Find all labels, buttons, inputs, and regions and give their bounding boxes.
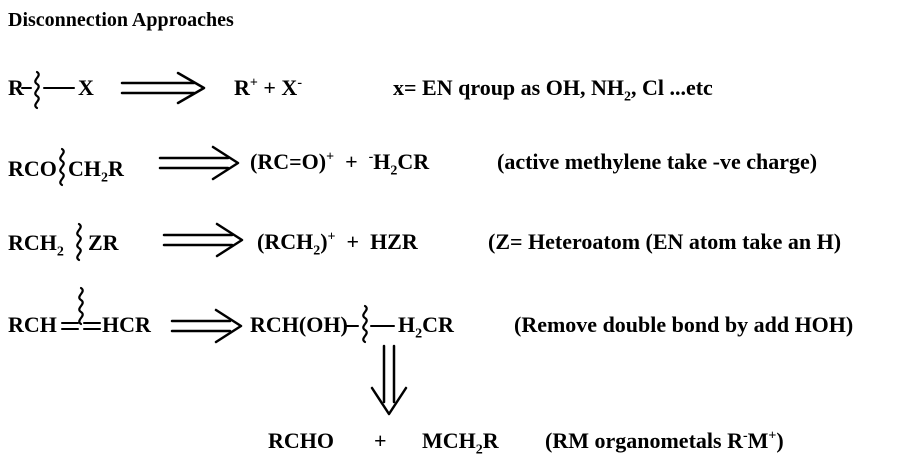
bottom-rcho: RCHO xyxy=(268,428,334,453)
row2-products-seg-4: H xyxy=(373,149,391,174)
row3-reactant-left: RCH2 xyxy=(8,230,64,259)
page-title: Disconnection Approaches xyxy=(8,9,234,31)
row1-note-seg-0: x= EN qroup as OH, NH xyxy=(393,75,624,100)
row2-reactant-right-seg-2: R xyxy=(108,156,124,181)
row4-note-seg-0: (Remove double bond by add HOH) xyxy=(514,312,854,337)
row2-products-seg-3: - xyxy=(368,149,374,165)
row2-squiggle-icon xyxy=(59,147,65,187)
row1-products: R+ + X- xyxy=(234,75,302,100)
row3-products-seg-4: + HZR xyxy=(335,229,418,254)
row3-reactant-right-seg-0: ZR xyxy=(88,230,119,255)
row2-products-seg-5: 2 xyxy=(390,163,398,179)
row2-reactant-left: RCO xyxy=(8,158,57,180)
bottom-mch2r-seg-1: 2 xyxy=(475,442,483,458)
row1-note: x= EN qroup as OH, NH2, Cl ...etc xyxy=(393,75,713,104)
row3-products-seg-2: ) xyxy=(320,229,328,254)
row2-products-seg-1: + xyxy=(326,149,335,165)
row1-squiggle-icon xyxy=(34,70,40,110)
row2-reactant-left-seg-0: RCO xyxy=(8,156,57,181)
row1-reactant-r: R xyxy=(8,75,24,100)
row3-products-seg-3: + xyxy=(327,229,336,245)
row4-reactant-left: RCH xyxy=(8,312,57,337)
row1-note-seg-1: 2 xyxy=(623,89,631,105)
row1-products-seg-1: + xyxy=(249,75,258,91)
row2-note: (active methylene take -ve charge) xyxy=(497,151,817,173)
row4-product-right-seg-2: CR xyxy=(422,312,454,337)
row3-products-seg-0: (RCH xyxy=(257,229,314,254)
row3-note-seg-0: (Z= Heteroatom (EN atom take an H) xyxy=(488,229,842,254)
bottom-mch2r: MCH2R xyxy=(422,428,499,457)
bottom-plus: + xyxy=(374,428,387,453)
row3-products-seg-1: 2 xyxy=(313,243,321,259)
row1-reactant-x: X xyxy=(78,75,94,100)
row3-reactant-left-seg-0: RCH xyxy=(8,230,57,255)
bottom-note-seg-3: + xyxy=(768,428,777,444)
row2-reactant-right-seg-0: CH xyxy=(68,156,101,181)
bottom-note-seg-4: ) xyxy=(776,428,784,453)
row3-retrosynthesis-arrow-icon xyxy=(162,222,244,258)
bottom-note-seg-1: - xyxy=(742,428,748,444)
row4-product-right-seg-1: 2 xyxy=(415,326,423,342)
row3-reactant-left-seg-1: 2 xyxy=(56,244,64,260)
row4-note: (Remove double bond by add HOH) xyxy=(514,314,853,336)
row4-double-bond-lines xyxy=(61,322,101,330)
row1-note-seg-2: , Cl ...etc xyxy=(630,75,713,100)
row1-products-seg-2: + X xyxy=(257,75,298,100)
row2-products: (RC=O)+ + -H2CR xyxy=(250,149,430,178)
row3-note: (Z= Heteroatom (EN atom take an H) xyxy=(488,231,841,253)
row2-products-seg-2: + xyxy=(334,149,369,174)
row3-reactant-right: ZR xyxy=(88,232,119,254)
row4-retrosynthesis-arrow-icon xyxy=(170,308,243,344)
bottom-note-seg-2: M xyxy=(747,428,769,453)
bottom-mch2r-seg-0: MCH xyxy=(422,428,476,453)
row4-product-left-seg-0: RCH(OH) xyxy=(250,312,348,337)
row2-reactant-right: CH2R xyxy=(68,156,124,185)
bottom-note-seg-0: (RM organometals R xyxy=(545,428,743,453)
row1-products-seg-0: R xyxy=(234,75,250,100)
row4-product-left: RCH(OH) xyxy=(250,314,348,336)
row3-products: (RCH2)+ + HZR xyxy=(257,229,418,258)
row2-products-seg-6: CR xyxy=(397,149,430,174)
row4-reactant-right: HCR xyxy=(102,312,151,337)
bottom-note: (RM organometals R-M+) xyxy=(545,428,784,453)
row2-products-seg-0: (RC=O) xyxy=(250,149,327,174)
row1-products-seg-3: - xyxy=(297,75,302,91)
row4-product-right-seg-0: H xyxy=(398,312,416,337)
row4-product-right: H2CR xyxy=(398,312,454,341)
row3-squiggle-icon xyxy=(76,222,82,262)
bottom-mch2r-seg-2: R xyxy=(482,428,499,453)
row2-reactant-right-seg-1: 2 xyxy=(101,170,108,186)
row2-note-seg-0: (active methylene take -ve charge) xyxy=(497,149,818,174)
row1-retrosynthesis-arrow-icon xyxy=(120,71,206,105)
down-retrosynthesis-arrow-icon xyxy=(370,344,408,416)
row4-product-squiggle-icon xyxy=(362,304,368,344)
row4-squiggle-icon xyxy=(78,286,84,326)
row2-retrosynthesis-arrow-icon xyxy=(158,145,240,181)
